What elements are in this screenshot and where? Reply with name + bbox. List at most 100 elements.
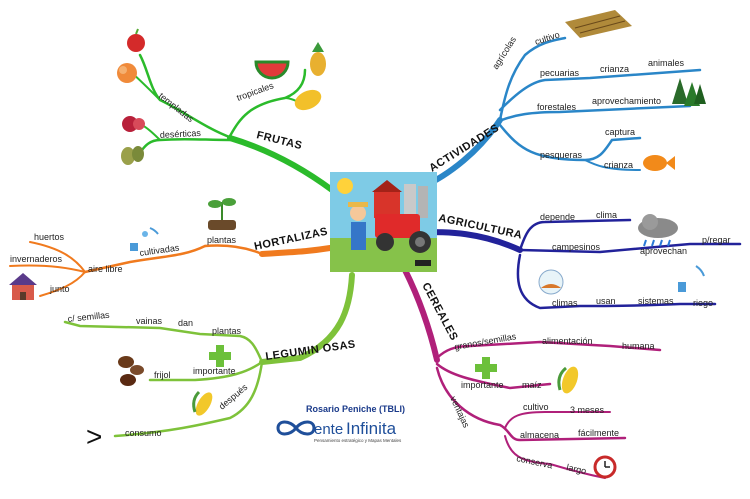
branch-actividades-forestales	[500, 104, 692, 122]
label-tropicales: tropicales	[235, 80, 275, 103]
label-facilmente: fácilmente	[578, 428, 619, 438]
silo-icon	[404, 184, 416, 218]
label-granos-semillas: granos/semillas	[454, 331, 518, 352]
central-image	[330, 172, 437, 272]
label-aprovechan: aprovechan	[640, 246, 687, 256]
clock-icon	[593, 455, 617, 479]
label-conserva: conserva	[516, 453, 554, 470]
connectors	[9, 36, 742, 479]
branch-frutas-tropicales	[228, 68, 307, 138]
rain-cloud-icon	[638, 214, 678, 247]
label-templadas: templadas	[157, 91, 196, 125]
label-deserticas: desérticas	[160, 128, 202, 140]
branch-frutas-deserticas	[140, 137, 232, 152]
label-crianza-1: crianza	[600, 64, 629, 74]
plus-icon-cer	[475, 357, 497, 379]
corn-icon-cer	[557, 366, 579, 394]
logo-word: Infinita	[346, 419, 397, 438]
label-aire-libre: aire libre	[88, 264, 123, 274]
beans-icon	[118, 356, 144, 386]
label-riego: riego	[693, 298, 713, 308]
branch-hortalizas-huertos	[29, 241, 86, 273]
label-alimentacion: alimentación	[542, 336, 593, 346]
pineapple-icon	[310, 42, 326, 76]
branch-agricultura-campesinos	[518, 242, 742, 254]
fish-icon	[643, 155, 675, 171]
label-animales: animales	[648, 58, 685, 68]
branch-actividades-pesqueras-b	[584, 159, 641, 171]
plus-icon-leg	[209, 345, 231, 367]
pomegranate-icon	[122, 116, 145, 132]
branch-agricultura-depende	[518, 218, 632, 252]
watermelon-icon	[254, 60, 290, 80]
branch-frutas-main	[227, 135, 335, 193]
tractor-icon	[375, 214, 420, 238]
label-dan: dan	[178, 318, 193, 328]
corn-icon-leg	[192, 390, 213, 416]
apple-icon	[127, 28, 145, 52]
infinity-logo-icon	[276, 420, 316, 436]
branch-hortalizas-plantas	[203, 244, 264, 256]
label-usan: usan	[596, 296, 616, 306]
sprout-icon	[208, 198, 236, 230]
branch-cereales-granos	[435, 340, 662, 360]
branch-hortalizas-invernaderos	[9, 264, 86, 273]
label-consumo: consumo	[125, 428, 162, 438]
logo-tagline: Pensamiento estratégico y Mapas Mentales	[314, 438, 402, 443]
label-almacena: almacena	[520, 430, 559, 440]
label-largo: largo	[566, 462, 588, 476]
label-pecuarias: pecuarias	[540, 68, 580, 78]
sun-icon	[337, 178, 353, 194]
label-aprovechamiento: aprovechamiento	[592, 96, 661, 106]
label-pesqueras: pesqueras	[540, 150, 583, 160]
logo-prefix: ente	[314, 421, 343, 438]
label-p-regar: p/regar	[702, 235, 731, 245]
label-clima: clima	[596, 210, 617, 220]
branch-hortalizas-main	[259, 245, 333, 257]
label-campesinos: campesinos	[552, 242, 601, 252]
trees-icon	[672, 78, 706, 106]
branch-title-leguminosas: LEGUMIN OSAS	[265, 338, 357, 363]
watering-can-icon	[130, 227, 159, 251]
farmer-icon	[350, 205, 366, 221]
credit-author: Rosario Peniche (TBLI)	[306, 404, 405, 414]
label-vainas: vainas	[136, 316, 163, 326]
branch-leguminosas-despues	[113, 360, 264, 438]
label-importante-leg: importante	[193, 366, 236, 376]
house-icon	[9, 273, 37, 300]
label-crianza-2: crianza	[604, 160, 633, 170]
greater-than-symbol: >	[86, 421, 102, 452]
label-importante-cer: importante	[461, 380, 504, 390]
label-climas: climas	[552, 298, 578, 308]
branch-hortalizas-junto	[39, 271, 86, 297]
branch-leguminosas-importante	[148, 360, 264, 382]
fig-icon	[121, 146, 144, 165]
peach-icon	[117, 63, 137, 83]
label-cultivo-act: cultivo	[534, 30, 561, 47]
label-cultivo-cer: cultivo	[523, 402, 549, 412]
branch-frutas-templadas-b	[131, 72, 161, 101]
branch-frutas-templadas	[138, 53, 234, 140]
label-captura: captura	[605, 127, 635, 137]
climate-globe-icon	[538, 269, 564, 295]
label-depende: depende	[540, 212, 575, 222]
field-icon	[565, 10, 632, 38]
barn-icon	[374, 190, 400, 218]
branch-agricultura-climas	[516, 253, 717, 310]
label-forestales: forestales	[537, 102, 577, 112]
label-maiz: maíz	[522, 380, 542, 390]
label-plantas-hort: plantas	[207, 235, 237, 245]
branch-leguminosas-plantas	[63, 320, 264, 364]
label-junto: junto	[49, 284, 70, 294]
branch-cereales-importante	[435, 362, 552, 390]
mango-icon	[294, 89, 322, 111]
branch-cereales-cultivo	[504, 411, 611, 429]
label-sistemas: sistemas	[638, 296, 674, 306]
branch-cereales-ventajas	[435, 366, 627, 442]
label-c-semillas: c/ semillas	[67, 310, 110, 324]
branch-actividades-pecuarias	[498, 68, 702, 112]
label-plantas-leg: plantas	[212, 326, 242, 336]
label-agricolas: agrícolas	[490, 34, 518, 71]
